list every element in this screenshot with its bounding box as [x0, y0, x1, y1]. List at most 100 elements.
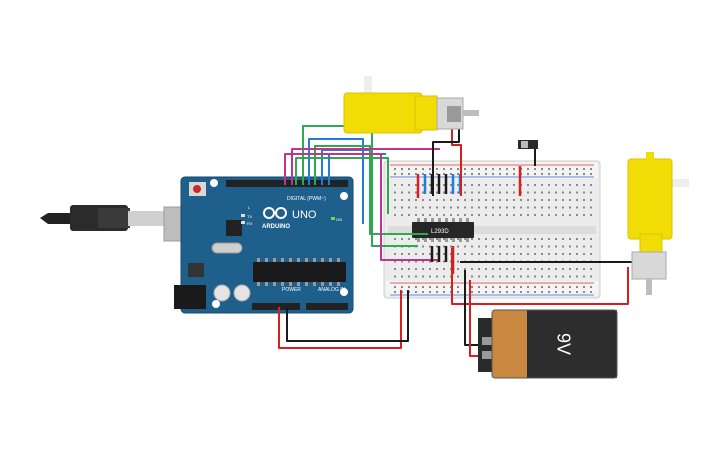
digital-header — [226, 180, 348, 187]
breadboard-hole — [576, 191, 578, 194]
breadboard-hole — [583, 206, 585, 209]
breadboard-hole — [527, 268, 529, 270]
breadboard-hole — [576, 199, 578, 201]
breadboard-hole — [513, 291, 515, 293]
breadboard-hole — [583, 291, 585, 293]
breadboard-hole — [576, 275, 578, 278]
breadboard-hole — [548, 214, 550, 216]
breadboard-hole — [590, 238, 592, 240]
breadboard-hole — [583, 214, 585, 216]
breadboard-hole — [394, 184, 396, 186]
breadboard-hole — [450, 206, 452, 209]
breadboard-hole — [520, 238, 522, 240]
breadboard-hole — [548, 168, 550, 170]
breadboard-hole — [415, 253, 417, 255]
breadboard-hole — [527, 275, 529, 278]
breadboard-hole — [450, 184, 452, 186]
breadboard-hole — [548, 291, 550, 293]
slide-switch[interactable] — [518, 140, 538, 149]
breadboard-hole — [541, 206, 543, 209]
breadboard-hole — [450, 191, 452, 194]
breadboard-hole — [520, 206, 522, 209]
breadboard-hole — [401, 238, 403, 240]
breadboard-hole — [513, 275, 515, 278]
breadboard-hole — [408, 286, 410, 288]
breadboard-hole — [429, 245, 431, 248]
breadboard-hole — [590, 199, 592, 201]
breadboard-hole — [562, 191, 564, 194]
breadboard-hole — [583, 268, 585, 270]
breadboard-hole — [527, 191, 529, 194]
breadboard-hole — [436, 260, 438, 263]
breadboard-hole — [548, 191, 550, 194]
breadboard-hole — [548, 275, 550, 278]
breadboard-hole — [562, 184, 564, 186]
breadboard-hole — [408, 260, 410, 263]
breadboard-hole — [471, 191, 473, 194]
breadboard-hole — [478, 173, 480, 175]
breadboard-hole — [555, 214, 557, 216]
dc-motor-top — [343, 76, 479, 134]
breadboard-hole — [506, 206, 508, 209]
breadboard-hole — [457, 291, 459, 293]
breadboard-hole — [527, 173, 529, 175]
breadboard-hole — [450, 199, 452, 201]
breadboard-hole — [534, 275, 536, 278]
breadboard-hole — [555, 184, 557, 186]
breadboard-hole — [450, 238, 452, 240]
breadboard-hole — [471, 168, 473, 170]
breadboard-hole — [457, 173, 459, 175]
breadboard-hole — [471, 268, 473, 270]
breadboard-hole — [583, 245, 585, 248]
breadboard-hole — [541, 214, 543, 216]
breadboard-hole — [562, 268, 564, 270]
breadboard-hole — [541, 168, 543, 170]
breadboard-hole — [492, 286, 494, 288]
breadboard-hole — [527, 238, 529, 240]
breadboard-hole — [569, 245, 571, 248]
breadboard-hole — [499, 168, 501, 170]
breadboard-hole — [506, 268, 508, 270]
breadboard-hole — [394, 199, 396, 201]
breadboard-hole — [478, 245, 480, 248]
breadboard-hole — [436, 268, 438, 270]
breadboard-hole — [401, 191, 403, 194]
breadboard-hole — [478, 168, 480, 170]
breadboard-hole — [422, 253, 424, 255]
breadboard-hole — [569, 253, 571, 255]
breadboard-hole — [394, 286, 396, 288]
breadboard-hole — [422, 191, 424, 194]
breadboard-hole — [492, 253, 494, 255]
breadboard-hole — [471, 245, 473, 248]
breadboard-hole — [541, 268, 543, 270]
breadboard-hole — [471, 199, 473, 201]
breadboard-hole — [569, 184, 571, 186]
breadboard-hole — [492, 268, 494, 270]
battery-9v: 9V — [478, 309, 618, 379]
breadboard-hole — [394, 206, 396, 209]
breadboard-hole — [422, 206, 424, 209]
breadboard-hole — [415, 191, 417, 194]
breadboard-hole — [562, 168, 564, 170]
breadboard-hole — [415, 206, 417, 209]
breadboard-hole — [513, 191, 515, 194]
breadboard-hole — [478, 291, 480, 293]
breadboard-hole — [548, 173, 550, 175]
breadboard-hole — [562, 275, 564, 278]
breadboard-hole — [499, 191, 501, 194]
wires — [278, 117, 636, 357]
wire-magenta-2 — [291, 148, 440, 185]
breadboard-hole — [499, 268, 501, 270]
breadboard-hole — [422, 286, 424, 288]
breadboard-hole — [394, 291, 396, 293]
breadboard-hole — [478, 184, 480, 186]
wire-magenta — [284, 153, 438, 261]
breadboard-hole — [576, 214, 578, 216]
reset-button[interactable] — [193, 185, 201, 193]
breadboard-hole — [562, 199, 564, 201]
battery-label: 9V — [553, 333, 573, 355]
breadboard-hole — [450, 168, 452, 170]
breadboard-hole — [499, 184, 501, 186]
breadboard-hole — [401, 286, 403, 288]
on-label: ON — [336, 217, 342, 222]
